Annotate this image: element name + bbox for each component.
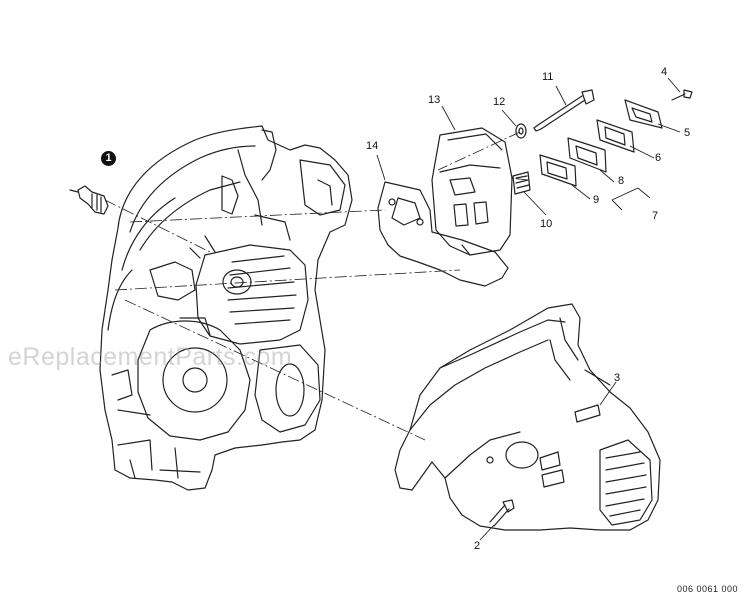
spark-plug: [69, 185, 109, 215]
callout-4: 4: [661, 66, 668, 78]
washer: [515, 123, 527, 139]
spark-arrestor-screen: [512, 171, 531, 195]
cover-bolt: [489, 499, 515, 527]
callout-3: 3: [614, 372, 621, 384]
callout-13: 13: [428, 94, 441, 106]
leader-lines: [376, 77, 681, 541]
callout-11: 11: [542, 71, 554, 83]
exhaust-plate-6: [596, 119, 635, 153]
callout-5: 5: [684, 127, 691, 139]
callout-14: 14: [366, 140, 379, 152]
callout-2: 2: [474, 540, 481, 552]
exhaust-gasket-9: [539, 154, 577, 187]
exhaust-plate-8: [567, 137, 607, 173]
callout-7: 7: [652, 210, 659, 222]
callout-1: 1: [101, 151, 116, 166]
engine-housing: [99, 125, 353, 491]
callout-12: 12: [493, 96, 506, 108]
muffler: [431, 127, 513, 256]
long-bolt: [533, 89, 595, 132]
watermark: eReplacementParts.com: [8, 343, 293, 371]
alignment-lines: [104, 131, 529, 441]
callout-6: 6: [655, 152, 662, 164]
engine-cover: [394, 303, 661, 531]
exhaust-gasket-5: [624, 99, 663, 129]
callout-9: 9: [593, 194, 600, 206]
drawing-code: 006 0061 000: [676, 584, 738, 594]
callout-8: 8: [618, 175, 625, 187]
screw: [671, 89, 693, 101]
muffler-gasket: [377, 181, 509, 287]
callout-10: 10: [540, 218, 553, 230]
